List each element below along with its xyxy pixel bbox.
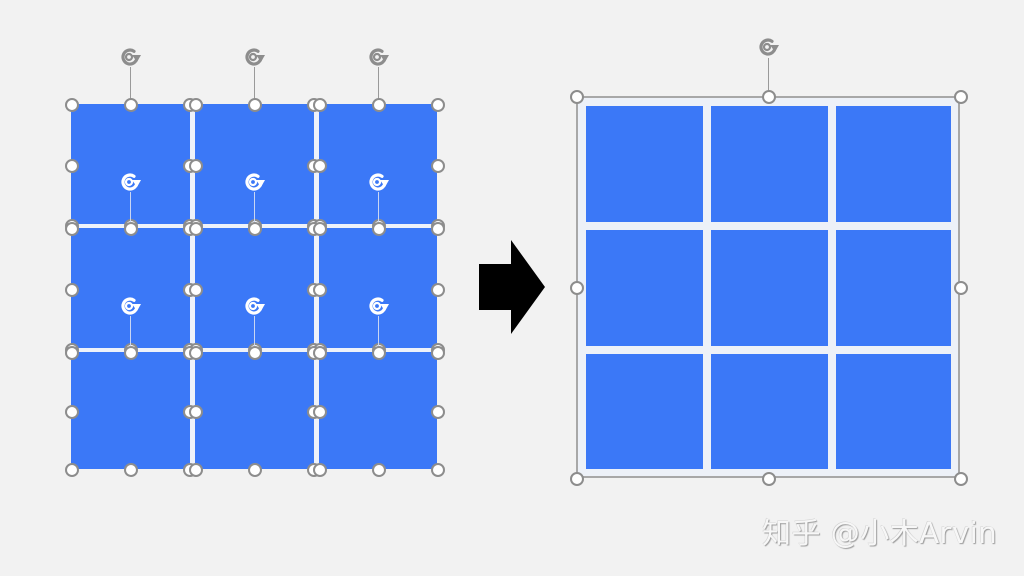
rotate-handle-icon[interactable] [366,294,390,318]
grid-square [586,230,703,346]
resize-handle[interactable] [189,346,203,360]
rotate-handle-icon[interactable] [366,170,390,194]
resize-handle[interactable] [372,463,386,477]
squares-backdrop [71,104,437,469]
resize-handle[interactable] [313,222,327,236]
resize-handle[interactable] [248,222,262,236]
resize-handle[interactable] [313,463,327,477]
resize-handle[interactable] [570,281,584,295]
resize-handle[interactable] [248,463,262,477]
rotate-stem [130,316,131,352]
resize-handle[interactable] [65,346,79,360]
rotate-handle-icon[interactable] [242,45,266,69]
grid-square [586,354,703,469]
resize-handle[interactable] [248,98,262,112]
resize-handle[interactable] [954,281,968,295]
resize-handle[interactable] [189,463,203,477]
resize-handle[interactable] [124,463,138,477]
rotate-stem [378,67,379,104]
rotate-handle-icon[interactable] [366,45,390,69]
resize-handle[interactable] [189,222,203,236]
grid-square [836,106,951,222]
resize-handle[interactable] [570,472,584,486]
rotate-stem [378,316,379,352]
grid-square [711,354,828,469]
resize-handle[interactable] [372,346,386,360]
resize-handle[interactable] [189,282,203,297]
resize-handle[interactable] [124,98,138,112]
resize-handle[interactable] [431,98,445,112]
rotate-stem [254,316,255,352]
resize-handle[interactable] [65,404,79,419]
resize-handle[interactable] [65,282,79,297]
resize-handle[interactable] [313,346,327,360]
resize-handle[interactable] [431,222,445,236]
rotate-handle-icon[interactable] [118,170,142,194]
rotate-stem [378,192,379,228]
right-arrow-icon [479,240,545,334]
rotate-stem [254,192,255,228]
resize-handle[interactable] [431,346,445,360]
resize-handle[interactable] [762,472,776,486]
resize-handle[interactable] [189,158,203,173]
rotate-handle-icon[interactable] [118,294,142,318]
grid-square [836,230,951,346]
resize-handle[interactable] [431,404,445,419]
resize-handle[interactable] [954,90,968,104]
resize-handle[interactable] [189,404,203,419]
grid-square [711,230,828,346]
resize-handle[interactable] [431,463,445,477]
resize-handle[interactable] [248,346,262,360]
grid-square [711,106,828,222]
rotate-handle-icon[interactable] [242,294,266,318]
resize-handle[interactable] [372,222,386,236]
resize-handle[interactable] [65,158,79,173]
resize-handle[interactable] [313,98,327,112]
rotate-stem [130,67,131,104]
resize-handle[interactable] [65,98,79,112]
resize-handle[interactable] [762,90,776,104]
rotate-handle-icon[interactable] [242,170,266,194]
rotate-handle-icon[interactable] [118,45,142,69]
resize-handle[interactable] [124,222,138,236]
resize-handle[interactable] [431,282,445,297]
resize-handle[interactable] [570,90,584,104]
resize-handle[interactable] [954,472,968,486]
rotate-handle-icon[interactable] [756,35,780,59]
rotate-stem [130,192,131,228]
rotate-stem [768,58,769,96]
resize-handle[interactable] [313,404,327,419]
rotate-stem [254,67,255,104]
watermark: 知乎 @小木Arvin [762,516,998,550]
grid-square [836,354,951,469]
resize-handle[interactable] [372,98,386,112]
resize-handle[interactable] [124,346,138,360]
resize-handle[interactable] [431,158,445,173]
resize-handle[interactable] [313,158,327,173]
resize-handle[interactable] [189,98,203,112]
resize-handle[interactable] [65,463,79,477]
resize-handle[interactable] [65,222,79,236]
grid-square [586,106,703,222]
resize-handle[interactable] [313,282,327,297]
